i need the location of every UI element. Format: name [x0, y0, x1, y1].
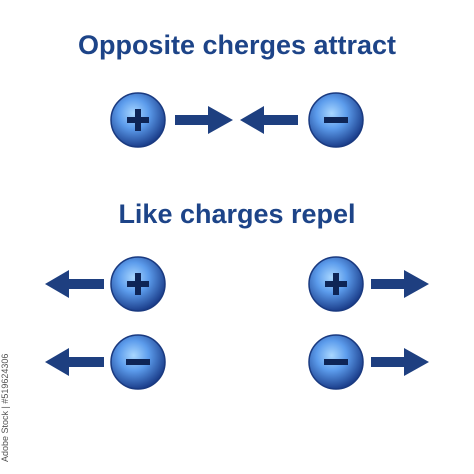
arrow-left-icon [45, 348, 104, 376]
minus-bar [324, 117, 348, 123]
arrow-right-icon [371, 270, 429, 298]
repel-positive-left-charge [110, 256, 166, 312]
arrow-left-icon [45, 270, 104, 298]
plus-vertical [135, 109, 141, 131]
attract-negative-charge [308, 92, 364, 148]
stock-watermark: Adobe Stock | #519624306 [0, 353, 10, 462]
arrow-right-icon [371, 348, 429, 376]
attract-positive-charge [110, 92, 166, 148]
repel-negative-left-charge [110, 334, 166, 390]
repel-positive-right-charge [308, 256, 364, 312]
title-opposite-charges: Opposite cherges attract [77, 30, 397, 60]
arrow-right-icon [175, 106, 233, 134]
arrow-left-icon [240, 106, 298, 134]
title-like-charges: Like charges repel [118, 199, 356, 229]
repel-negative-right-charge [308, 334, 364, 390]
